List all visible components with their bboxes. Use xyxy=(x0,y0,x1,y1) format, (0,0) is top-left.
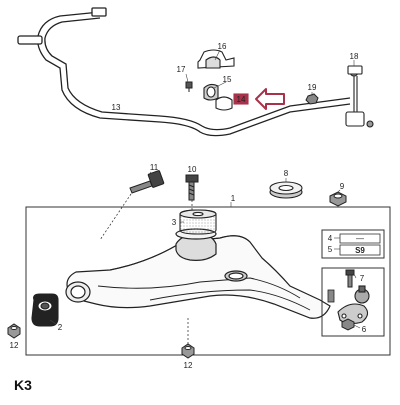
callout-7: 7 xyxy=(360,274,365,283)
callout-11: 11 xyxy=(150,163,159,172)
front-bush-2 xyxy=(31,293,59,327)
figure-caption: K3 xyxy=(14,377,32,393)
nut-12-bottom xyxy=(181,316,195,359)
callout-18: 18 xyxy=(350,52,359,61)
stabilizer-bar xyxy=(17,7,351,137)
ball-joint-pin xyxy=(327,289,335,303)
legend-box: — S9 xyxy=(321,229,385,259)
stabilizer-link xyxy=(345,65,374,128)
callout-14: 14 xyxy=(237,95,246,104)
legend-row-1: — xyxy=(356,234,364,243)
callout-16: 16 xyxy=(218,42,227,51)
nut-19 xyxy=(305,93,319,105)
washer-8 xyxy=(269,181,303,199)
stabilizer-clamp xyxy=(197,49,235,69)
callout-2: 2 xyxy=(58,323,63,332)
callout-12-bottom: 12 xyxy=(184,361,193,370)
nut-12-left xyxy=(7,323,21,339)
leader-lines xyxy=(49,49,361,329)
callout-17: 17 xyxy=(177,65,186,74)
bush-3 xyxy=(179,209,217,235)
callout-10: 10 xyxy=(188,165,197,174)
nut-9 xyxy=(329,191,347,207)
assembly-frame xyxy=(25,206,391,356)
control-arm xyxy=(65,228,331,319)
callout-13: 13 xyxy=(112,103,121,112)
callout-15: 15 xyxy=(223,75,232,84)
bolt-17 xyxy=(185,81,193,92)
callout-5: 5 xyxy=(328,245,333,254)
legend-row-2: S9 xyxy=(355,246,365,255)
callout-6: 6 xyxy=(362,325,367,334)
callout-12-left: 12 xyxy=(10,341,19,350)
ball-joint-nut-6 xyxy=(341,318,355,331)
callout-1: 1 xyxy=(231,194,236,203)
callout-19: 19 xyxy=(308,83,317,92)
bolt-11 xyxy=(99,170,165,241)
ball-joint-bolt-7 xyxy=(345,269,355,288)
stabilizer-bush xyxy=(203,83,219,101)
highlight-arrow xyxy=(255,88,285,110)
highlighted-bush-14 xyxy=(215,93,249,111)
callout-4: 4 xyxy=(328,234,333,243)
callout-labels: 16 17 15 14 18 19 13 11 10 8 9 1 3 4 5 7… xyxy=(10,42,367,370)
ball-joint-frame xyxy=(321,267,385,337)
callout-8: 8 xyxy=(284,169,289,178)
callout-3: 3 xyxy=(172,218,177,227)
bolt-vertical xyxy=(185,174,199,201)
callout-9: 9 xyxy=(340,182,345,191)
ball-joint xyxy=(337,285,370,325)
